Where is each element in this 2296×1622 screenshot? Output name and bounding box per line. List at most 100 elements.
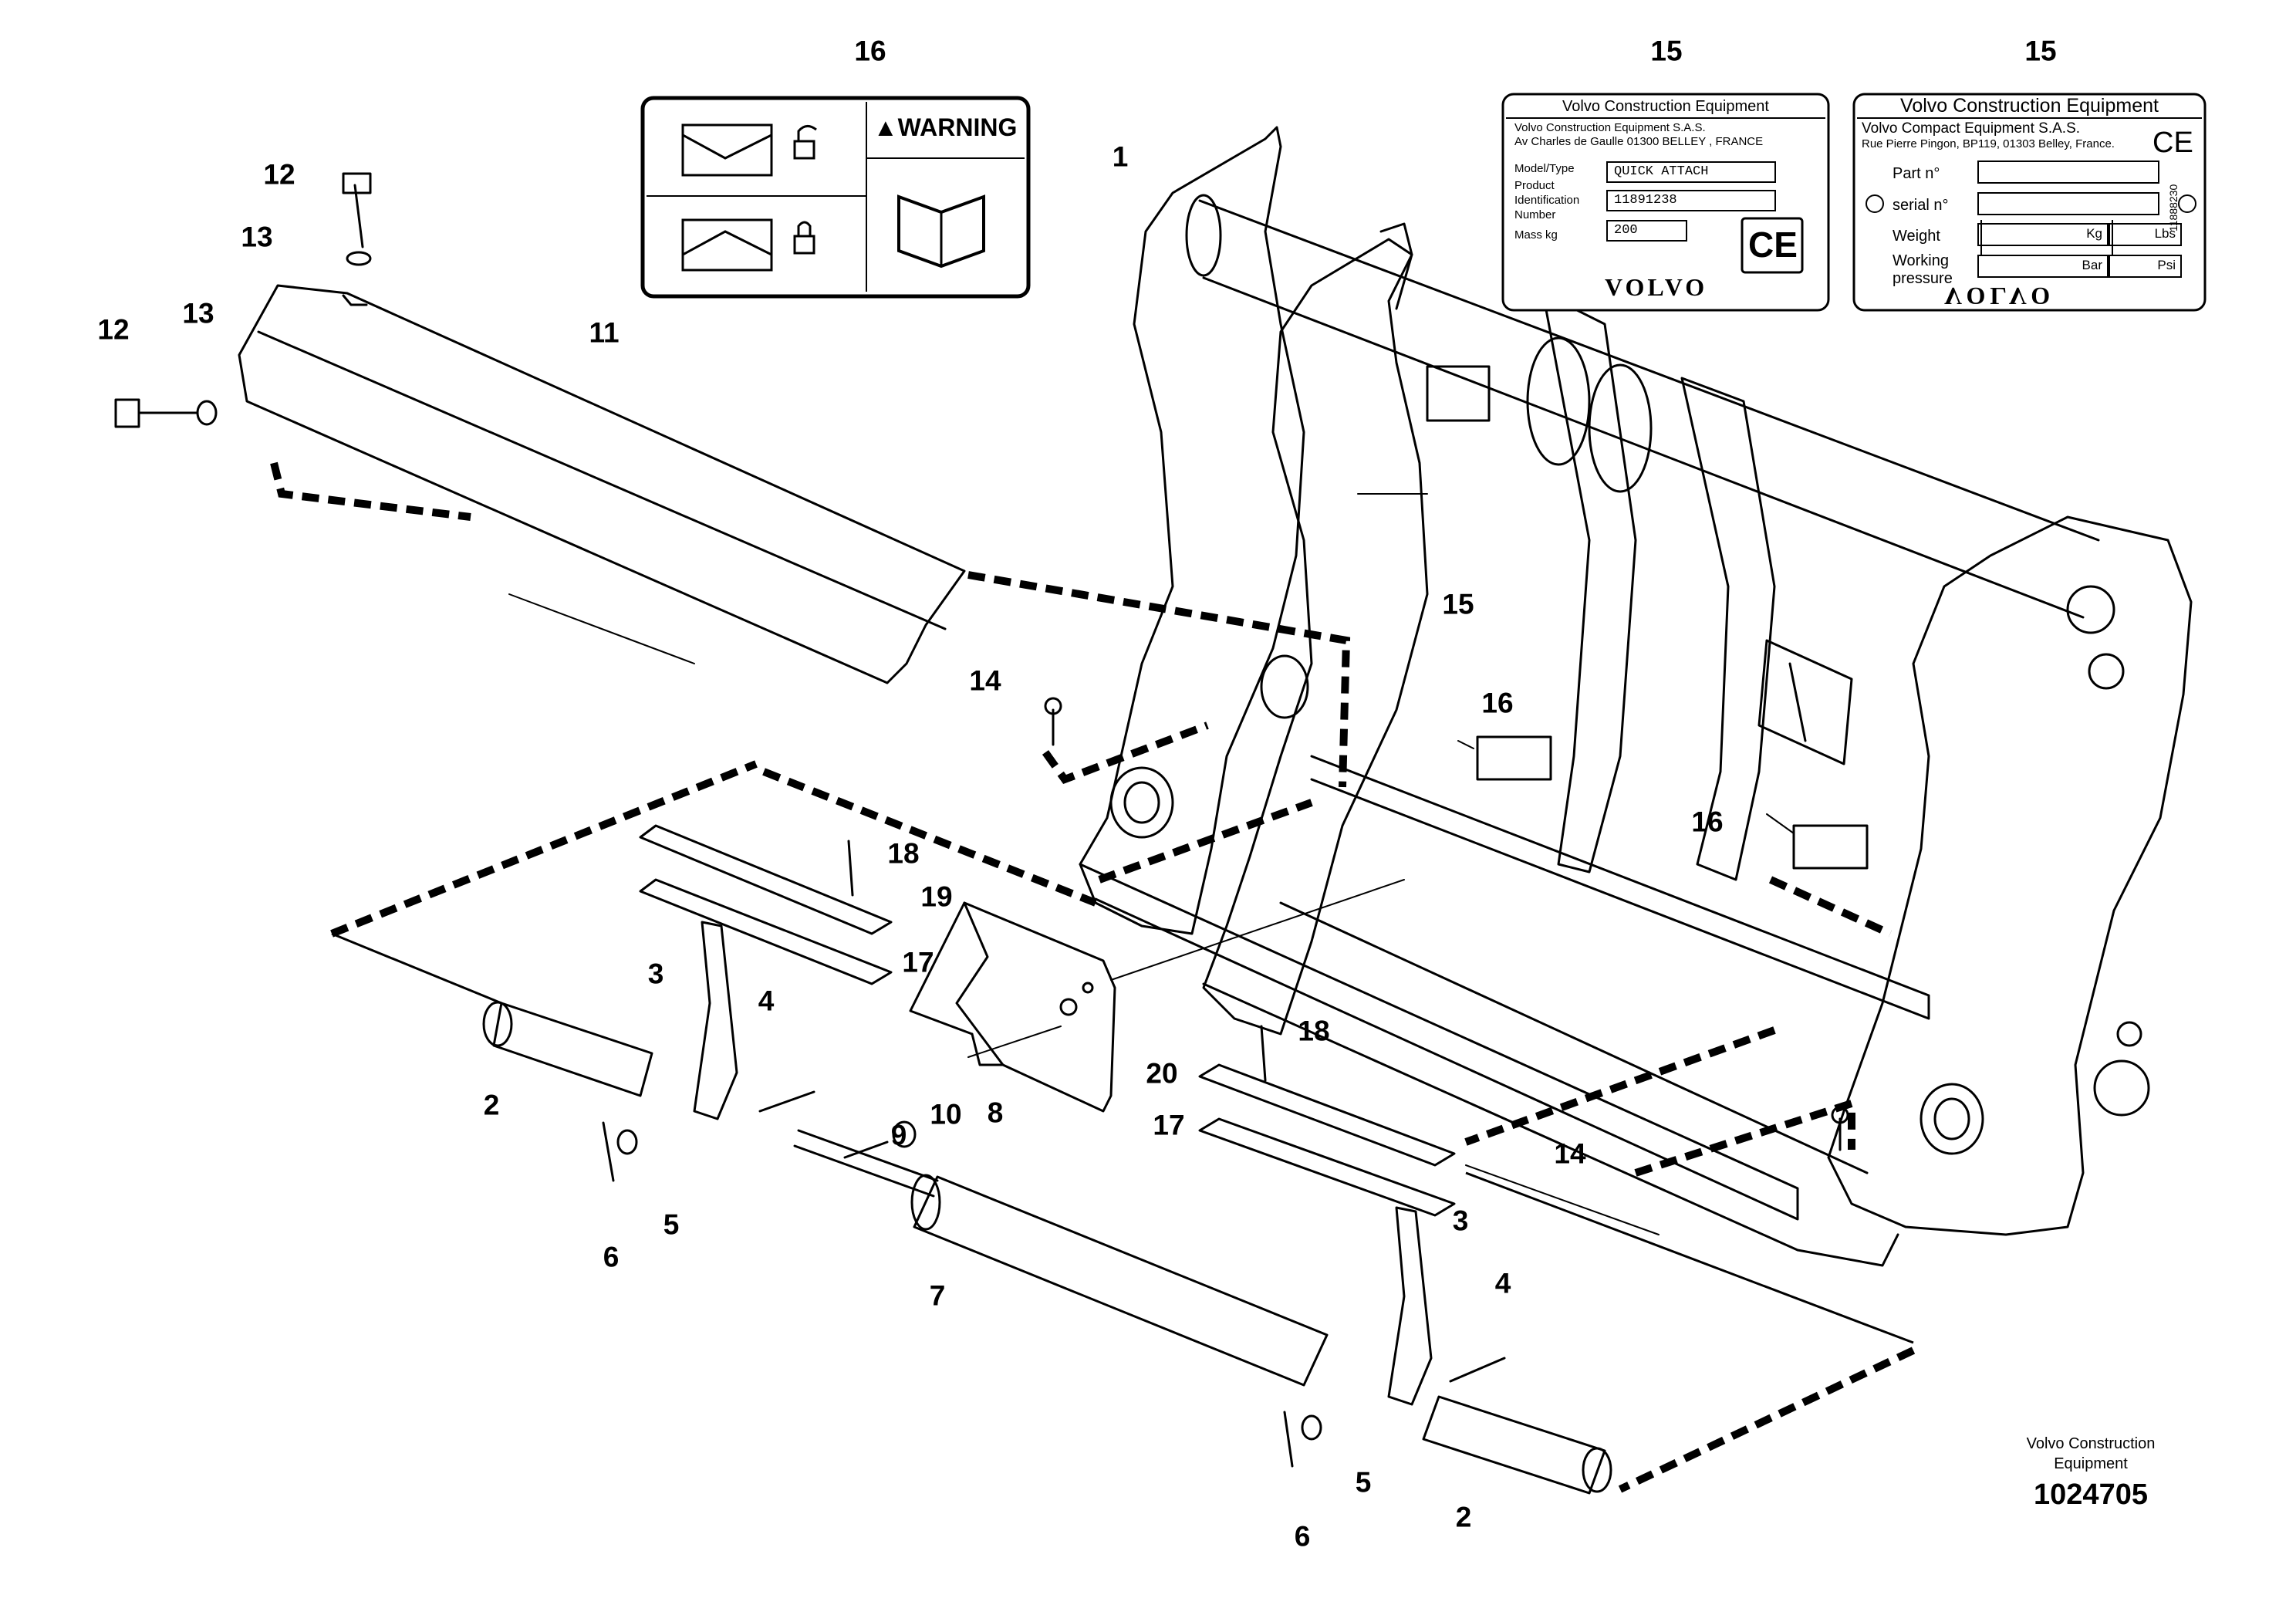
callout-13: 13 xyxy=(241,221,273,253)
identification-plate-right xyxy=(1852,93,2207,312)
plate-right-serial-field xyxy=(1977,192,2159,215)
plate-20 xyxy=(1198,1063,1456,1167)
plate-right-company: Volvo Compact Equipment S.A.S. xyxy=(1862,120,2081,137)
callout-4: 4 xyxy=(758,985,775,1017)
callout-20: 20 xyxy=(1146,1057,1178,1090)
callout-1: 1 xyxy=(1112,140,1129,173)
cotter-pin-6-lower xyxy=(1283,1411,1294,1468)
label-patch-16a xyxy=(1476,735,1552,781)
plate-right-part-label: Part n° xyxy=(1893,165,1940,182)
plate-left-mass-value: 200 xyxy=(1606,220,1687,242)
bolt-12-upper xyxy=(353,184,364,248)
plate-right-bar: Bar xyxy=(1977,255,2109,278)
callout-16: 16 xyxy=(1691,806,1724,838)
callout-18: 18 xyxy=(887,837,920,870)
pin-4-lower xyxy=(1449,1357,1506,1383)
plate-right-weight-label: Weight xyxy=(1893,228,1940,245)
callout-18: 18 xyxy=(1298,1015,1330,1047)
washer-5-lower xyxy=(1301,1414,1322,1441)
cotter-pin-6-upper xyxy=(602,1121,615,1182)
callout-16: 16 xyxy=(854,35,886,67)
plate-right-psi: Psi xyxy=(2109,255,2182,278)
plate-right-address: Rue Pierre Pingon, BP119, 01303 Belley, … xyxy=(1862,137,2115,150)
warning-decal xyxy=(640,96,1031,299)
footer-company-line-2: Equipment xyxy=(2054,1455,2128,1472)
hydraulic-cylinder-right xyxy=(1422,1395,1612,1495)
callout-9: 9 xyxy=(890,1119,907,1151)
plate-right-code: 11888230 xyxy=(2167,184,2180,231)
plate-left-brand: VOLVO xyxy=(1605,273,1708,301)
callout-15: 15 xyxy=(1650,35,1683,67)
callout-4: 4 xyxy=(1494,1267,1511,1299)
bolt-9 xyxy=(843,1140,889,1159)
callout-5: 5 xyxy=(663,1208,680,1241)
plate-right-kg: Kg xyxy=(1977,223,2109,246)
callout-8: 8 xyxy=(987,1097,1004,1129)
bolt-12-side-head xyxy=(114,398,140,428)
lock-bracket xyxy=(909,901,1116,1113)
bolt-18-lower xyxy=(1260,1025,1267,1082)
plate-right-part-field xyxy=(1977,161,2159,184)
plate-left-pid-label-2: Identification xyxy=(1514,194,1580,207)
plate-left-company: Volvo Construction Equipment S.A.S. xyxy=(1514,121,1706,134)
plate-right-pressure-label-2: pressure xyxy=(1893,270,1953,287)
plate-left-mass-label: Mass kg xyxy=(1514,228,1558,242)
callout-14: 14 xyxy=(969,664,1001,697)
callout-6: 6 xyxy=(603,1241,620,1273)
plate-right-ce-mark: CE xyxy=(2152,127,2193,159)
callout-3: 3 xyxy=(647,958,664,990)
plate-left-pid-value: 11891238 xyxy=(1606,190,1776,211)
connection-dashes xyxy=(270,461,1916,1493)
plate-right-header: Volvo Construction Equipment xyxy=(1900,95,2159,117)
callout-17: 17 xyxy=(1153,1109,1185,1141)
plate-left-pid-label-1: Product xyxy=(1514,179,1555,192)
plate-left-pid-label-3: Number xyxy=(1514,208,1556,221)
callout-6: 6 xyxy=(1294,1520,1311,1553)
plate-17-lower xyxy=(1198,1117,1456,1217)
connection-thin xyxy=(331,932,1914,1344)
bolt-18-upper xyxy=(847,840,854,897)
hydraulic-cylinder-upper xyxy=(482,1001,653,1097)
hydraulic-cylinder-lower xyxy=(793,1129,1329,1387)
callout-2: 2 xyxy=(483,1089,500,1121)
plate-right-brand: VOLVO xyxy=(1944,282,2055,311)
plate-right-lbs: Lbs xyxy=(2109,223,2182,246)
washer-10 xyxy=(892,1120,917,1148)
callout-13: 13 xyxy=(182,297,214,329)
plate-left-model-label: Model/Type xyxy=(1514,162,1575,175)
plate-left-header: Volvo Construction Equipment xyxy=(1562,98,1769,115)
callout-10: 10 xyxy=(930,1098,962,1130)
plate-left-model-value: QUICK ATTACH xyxy=(1606,161,1776,183)
cover-plate xyxy=(238,284,966,684)
callout-5: 5 xyxy=(1355,1466,1372,1499)
callout-19: 19 xyxy=(920,880,953,913)
lock-fork-lower xyxy=(1387,1206,1433,1406)
bolt-12-upper-head xyxy=(342,172,372,194)
drawing-number: 1024705 xyxy=(2034,1478,2148,1511)
quick-attach-frame xyxy=(1079,126,2193,1267)
callout-15: 15 xyxy=(2024,35,2057,67)
callout-12: 12 xyxy=(97,313,130,346)
plate-19 xyxy=(639,824,893,935)
callout-12: 12 xyxy=(263,158,295,191)
callout-2: 2 xyxy=(1455,1501,1472,1533)
footer-company-line-1: Volvo Construction xyxy=(2026,1435,2156,1452)
callout-7: 7 xyxy=(929,1279,946,1312)
pin-4-upper xyxy=(758,1090,815,1113)
callout-3: 3 xyxy=(1452,1205,1469,1237)
plate-left-ce-mark: CE xyxy=(1748,225,1798,265)
label-patch-16b xyxy=(1792,824,1869,870)
callout-15: 15 xyxy=(1442,588,1474,620)
identification-plate-left xyxy=(1501,93,1830,312)
plate-right-pressure-label-1: Working xyxy=(1893,252,1949,269)
lock-fork-upper xyxy=(693,921,738,1120)
plate-17-upper xyxy=(639,878,893,985)
washer-13-upper xyxy=(346,251,372,266)
plate-right-serial-label: serial n° xyxy=(1893,197,1949,214)
callout-11: 11 xyxy=(589,316,620,349)
callout-16: 16 xyxy=(1481,687,1514,719)
plate-left-address: Av Charles de Gaulle 01300 BELLEY , FRAN… xyxy=(1514,135,1764,148)
washer-13-side xyxy=(196,400,218,426)
